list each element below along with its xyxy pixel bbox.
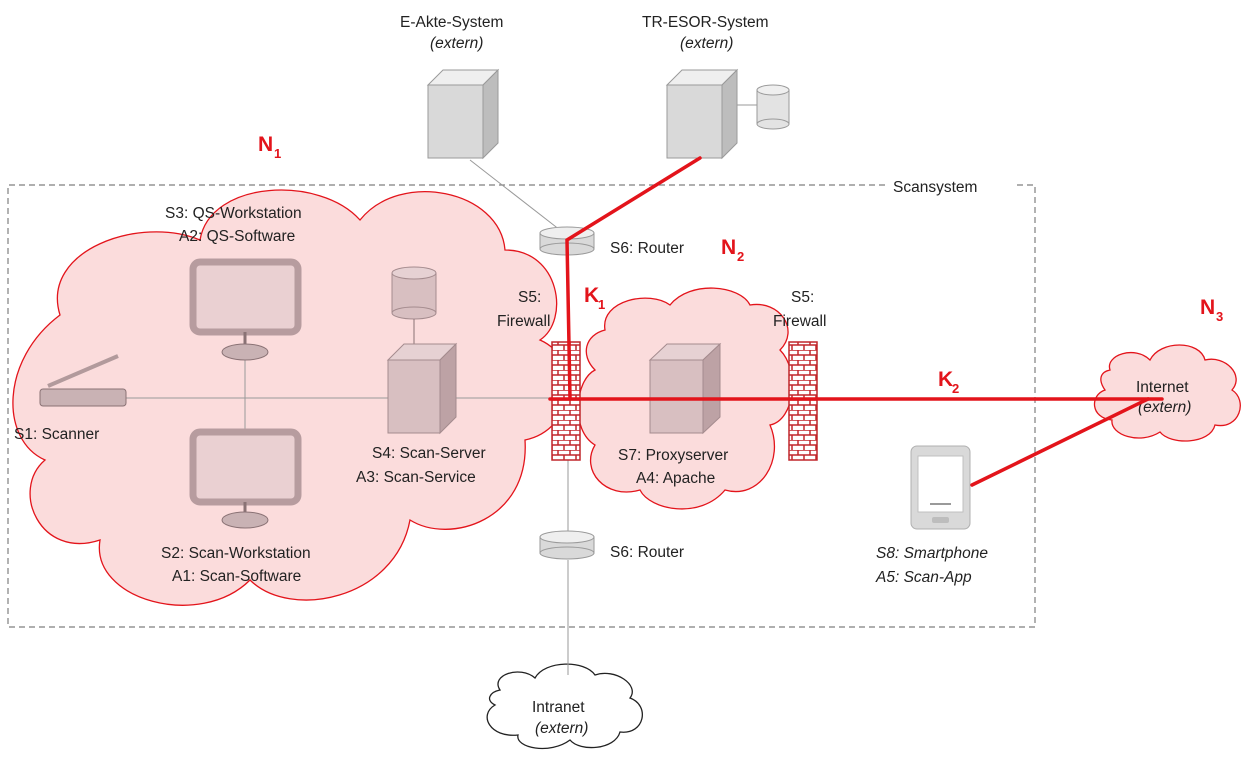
server-tresor: TR-ESOR-System (extern) <box>642 14 790 160</box>
scan-workstation: S2: Scan-Workstation A1: Scan-Software <box>161 428 311 585</box>
label-n1: N 1 <box>258 133 281 161</box>
svg-text:1: 1 <box>274 146 281 161</box>
svg-text:1: 1 <box>598 297 605 312</box>
qs-workstation-label: S3: QS-Workstation <box>165 205 302 222</box>
scan-workstation-label: S2: Scan-Workstation <box>161 545 311 562</box>
svg-text:N: N <box>721 236 736 259</box>
tresor-label: TR-ESOR-System <box>642 14 769 31</box>
smartphone-label: S8: Smartphone <box>876 545 988 562</box>
scan-service-label: A3: Scan-Service <box>356 469 476 486</box>
scan-server-label: S4: Scan-Server <box>372 445 486 462</box>
label-n3: N 3 <box>1200 296 1223 324</box>
router-top-label: S6: Router <box>610 240 684 257</box>
router-top: S6: Router <box>539 226 684 257</box>
eakte-label: E-Akte-System <box>400 14 503 31</box>
eakte-extern-label: (extern) <box>430 35 483 52</box>
firewall-right-label: Firewall <box>773 313 826 330</box>
scanner-label: S1: Scanner <box>14 426 99 443</box>
apache-label: A4: Apache <box>636 470 715 487</box>
server-eakte: E-Akte-System (extern) <box>400 14 503 160</box>
k1-connection <box>565 156 702 400</box>
scan-server: S4: Scan-Server A3: Scan-Service <box>356 266 486 486</box>
smartphone-connection <box>970 397 1150 487</box>
svg-text:2: 2 <box>737 249 744 264</box>
scan-app-label: A5: Scan-App <box>875 569 972 586</box>
smartphone: S8: Smartphone A5: Scan-App <box>875 445 988 586</box>
svg-text:2: 2 <box>952 381 959 396</box>
label-k1: K 1 <box>584 284 605 312</box>
proxy-server: S7: Proxyserver A4: Apache <box>618 342 728 487</box>
scan-software-label: A1: Scan-Software <box>172 568 301 585</box>
scansystem-label: Scansystem <box>893 179 977 196</box>
firewall-left: S5: Firewall <box>497 289 581 461</box>
qs-workstation: S3: QS-Workstation A2: QS-Software <box>165 205 302 361</box>
qs-software-label: A2: QS-Software <box>179 228 295 245</box>
label-n2: N 2 <box>721 236 744 264</box>
firewall-right-s5-label: S5: <box>791 289 814 306</box>
proxy-label: S7: Proxyserver <box>618 447 728 464</box>
intranet-extern-label: (extern) <box>535 720 588 737</box>
svg-text:N: N <box>258 133 273 156</box>
scanner: S1: Scanner <box>14 354 127 443</box>
red-links <box>548 156 1164 487</box>
cloud-internet: Internet (extern) <box>1093 344 1241 442</box>
cloud-intranet: Intranet (extern) <box>486 663 643 750</box>
intranet-label: Intranet <box>532 699 585 716</box>
thin-links <box>120 159 569 675</box>
internet-extern-label: (extern) <box>1138 399 1191 416</box>
firewall-right: S5: Firewall <box>773 289 826 461</box>
internet-label: Internet <box>1136 379 1189 396</box>
router-bottom: S6: Router <box>539 530 684 561</box>
firewall-left-s5-label: S5: <box>518 289 541 306</box>
label-k2: K 2 <box>938 368 959 396</box>
svg-text:3: 3 <box>1216 309 1223 324</box>
router-bottom-label: S6: Router <box>610 544 684 561</box>
tresor-extern-label: (extern) <box>680 35 733 52</box>
firewall-left-label: Firewall <box>497 313 550 330</box>
svg-text:K: K <box>584 284 599 307</box>
scansystem-boundary: Scansystem <box>7 179 1036 628</box>
svg-text:N: N <box>1200 296 1215 319</box>
svg-text:K: K <box>938 368 953 391</box>
